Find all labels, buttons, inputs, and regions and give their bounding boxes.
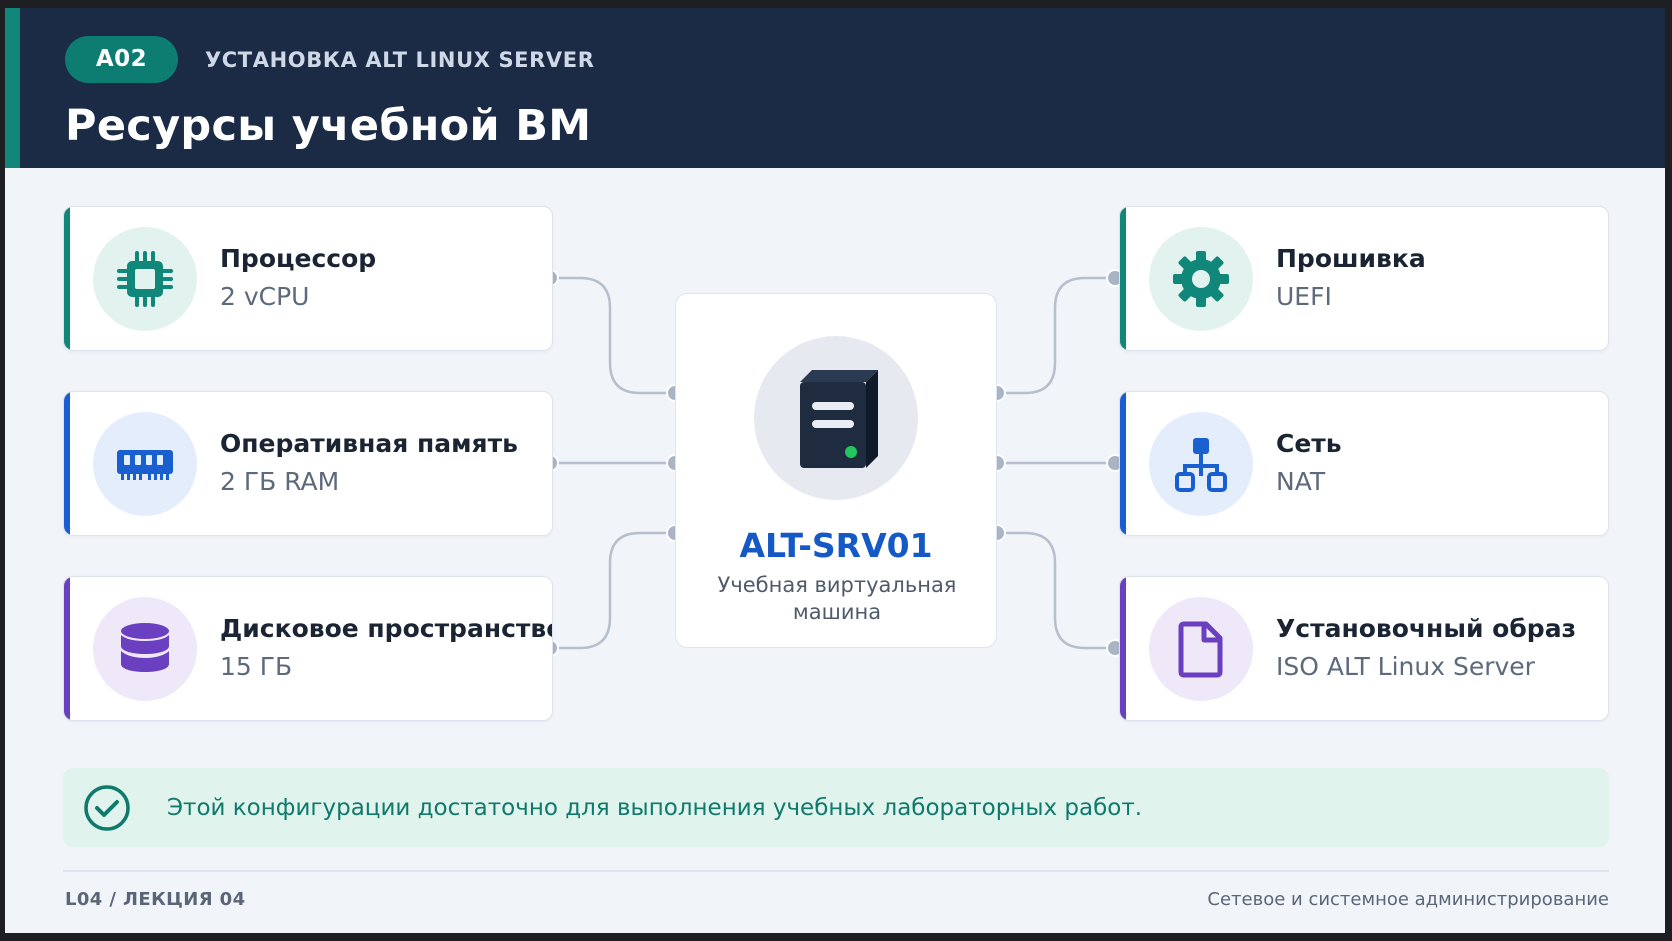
resource-label: Оперативная память [220,429,518,458]
resource-label: Дисковое пространство [220,614,553,643]
card-accent [64,392,70,535]
note-text: Этой конфигурации достаточно для выполне… [167,795,1143,821]
vm-name: ALT-SRV01 [739,526,933,565]
resource-value: 15 ГБ [220,652,293,681]
check-circle-icon [84,785,130,831]
database-icon [121,623,169,672]
icon-badge [93,227,197,331]
resource-value: 2 ГБ RAM [220,467,340,496]
card-accent [1120,207,1126,350]
resource-card-cpu: Процессор 2 vCPU [63,206,553,351]
section-code-badge: A02 [65,36,178,83]
page-title: Ресурсы учебной ВМ [65,101,592,151]
resource-card-network: Сеть NAT [1119,391,1609,536]
file-icon [1178,621,1223,678]
server-icon-badge [754,336,918,500]
network-icon [1175,438,1227,492]
footer-course-name: Сетевое и системное администрирование [1207,889,1609,910]
info-note: Этой конфигурации достаточно для выполне… [63,768,1609,847]
resource-card-disk: Дисковое пространство 15 ГБ [63,576,553,721]
resource-label: Сеть [1276,429,1342,458]
card-accent [64,577,70,720]
resource-label: Установочный образ [1276,614,1577,643]
footer-lecture-label: L04 / ЛЕКЦИЯ 04 [65,889,246,910]
section-subtitle: УСТАНОВКА ALT LINUX SERVER [205,48,595,72]
header-accent-stripe [5,8,20,168]
icon-badge [93,412,197,516]
vm-description: Учебная виртуальная машина [717,573,957,624]
memory-module-icon [117,450,173,480]
resource-value: NAT [1276,467,1326,496]
card-accent [1120,577,1126,720]
icon-badge [93,597,197,701]
header: A02 УСТАНОВКА ALT LINUX SERVER Ресурсы у… [5,8,1665,168]
resource-label: Прошивка [1276,244,1426,273]
card-accent [1120,392,1126,535]
resource-value: ISO ALT Linux Server [1276,652,1535,681]
slide: A02 УСТАНОВКА ALT LINUX SERVER Ресурсы у… [5,8,1665,933]
footer-divider [63,870,1609,872]
resource-label: Процессор [220,244,377,273]
icon-badge [1149,412,1253,516]
icon-badge [1149,227,1253,331]
server-icon [800,370,878,468]
resource-card-install-image: Установочный образ ISO ALT Linux Server [1119,576,1609,721]
gear-icon [1173,251,1229,307]
resource-card-ram: Оперативная память 2 ГБ RAM [63,391,553,536]
cpu-chip-icon [117,251,173,307]
resource-value: 2 vCPU [220,282,310,311]
resource-value: UEFI [1276,282,1332,311]
vm-card: ALT-SRV01 Учебная виртуальная машина [675,293,997,648]
card-accent [64,207,70,350]
resource-card-firmware: Прошивка UEFI [1119,206,1609,351]
icon-badge [1149,597,1253,701]
